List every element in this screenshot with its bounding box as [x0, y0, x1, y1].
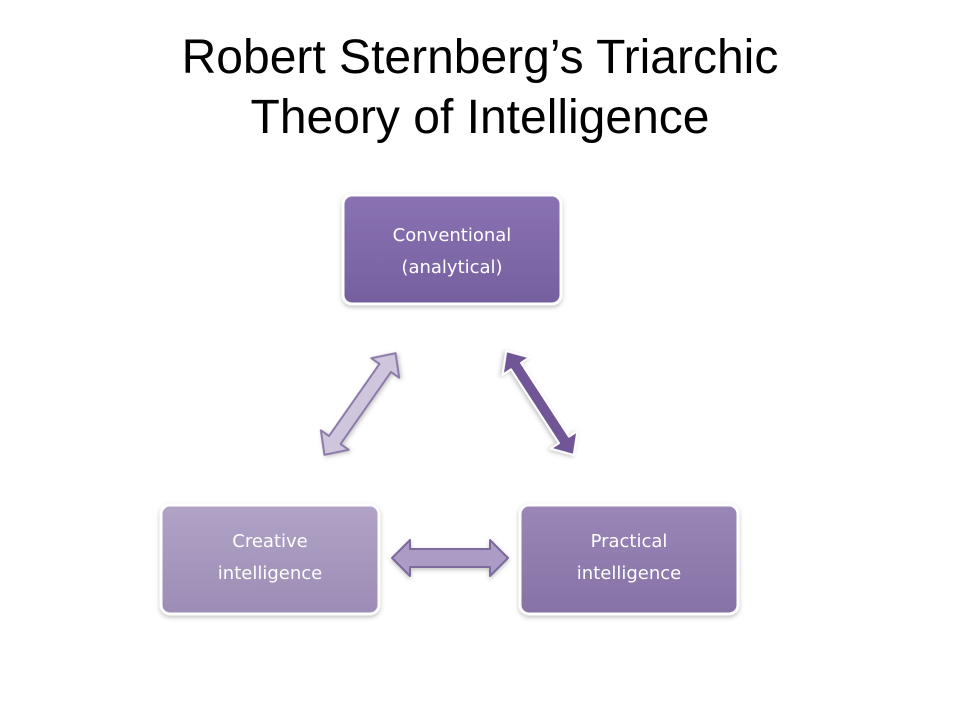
node-practical-line1: Practical	[591, 531, 668, 552]
node-conventional-line1: Conventional	[393, 225, 512, 246]
arrow-creative-practical	[391, 539, 509, 577]
node-practical-box	[518, 503, 740, 616]
arrow-conventional-creative	[319, 352, 401, 456]
node-creative-box	[159, 503, 381, 616]
node-practical-line2: intelligence	[577, 563, 681, 584]
slide-title: Robert Sternberg’s Triarchic Theory of I…	[0, 28, 960, 148]
node-creative: Creative intelligence	[159, 503, 381, 616]
node-conventional-box	[341, 193, 563, 306]
double-arrow-icon	[319, 352, 401, 456]
slide-title-line1: Robert Sternberg’s Triarchic	[181, 31, 779, 84]
node-creative-line2: intelligence	[218, 563, 322, 584]
node-conventional: Conventional (analytical)	[341, 193, 563, 306]
double-arrow-icon	[391, 539, 509, 577]
double-arrow-icon	[501, 350, 579, 456]
node-practical: Practical intelligence	[518, 503, 740, 616]
slide-title-line2: Theory of Intelligence	[250, 91, 710, 144]
arrow-conventional-practical	[501, 350, 579, 456]
node-conventional-line2: (analytical)	[401, 257, 502, 278]
node-creative-line1: Creative	[232, 531, 307, 552]
